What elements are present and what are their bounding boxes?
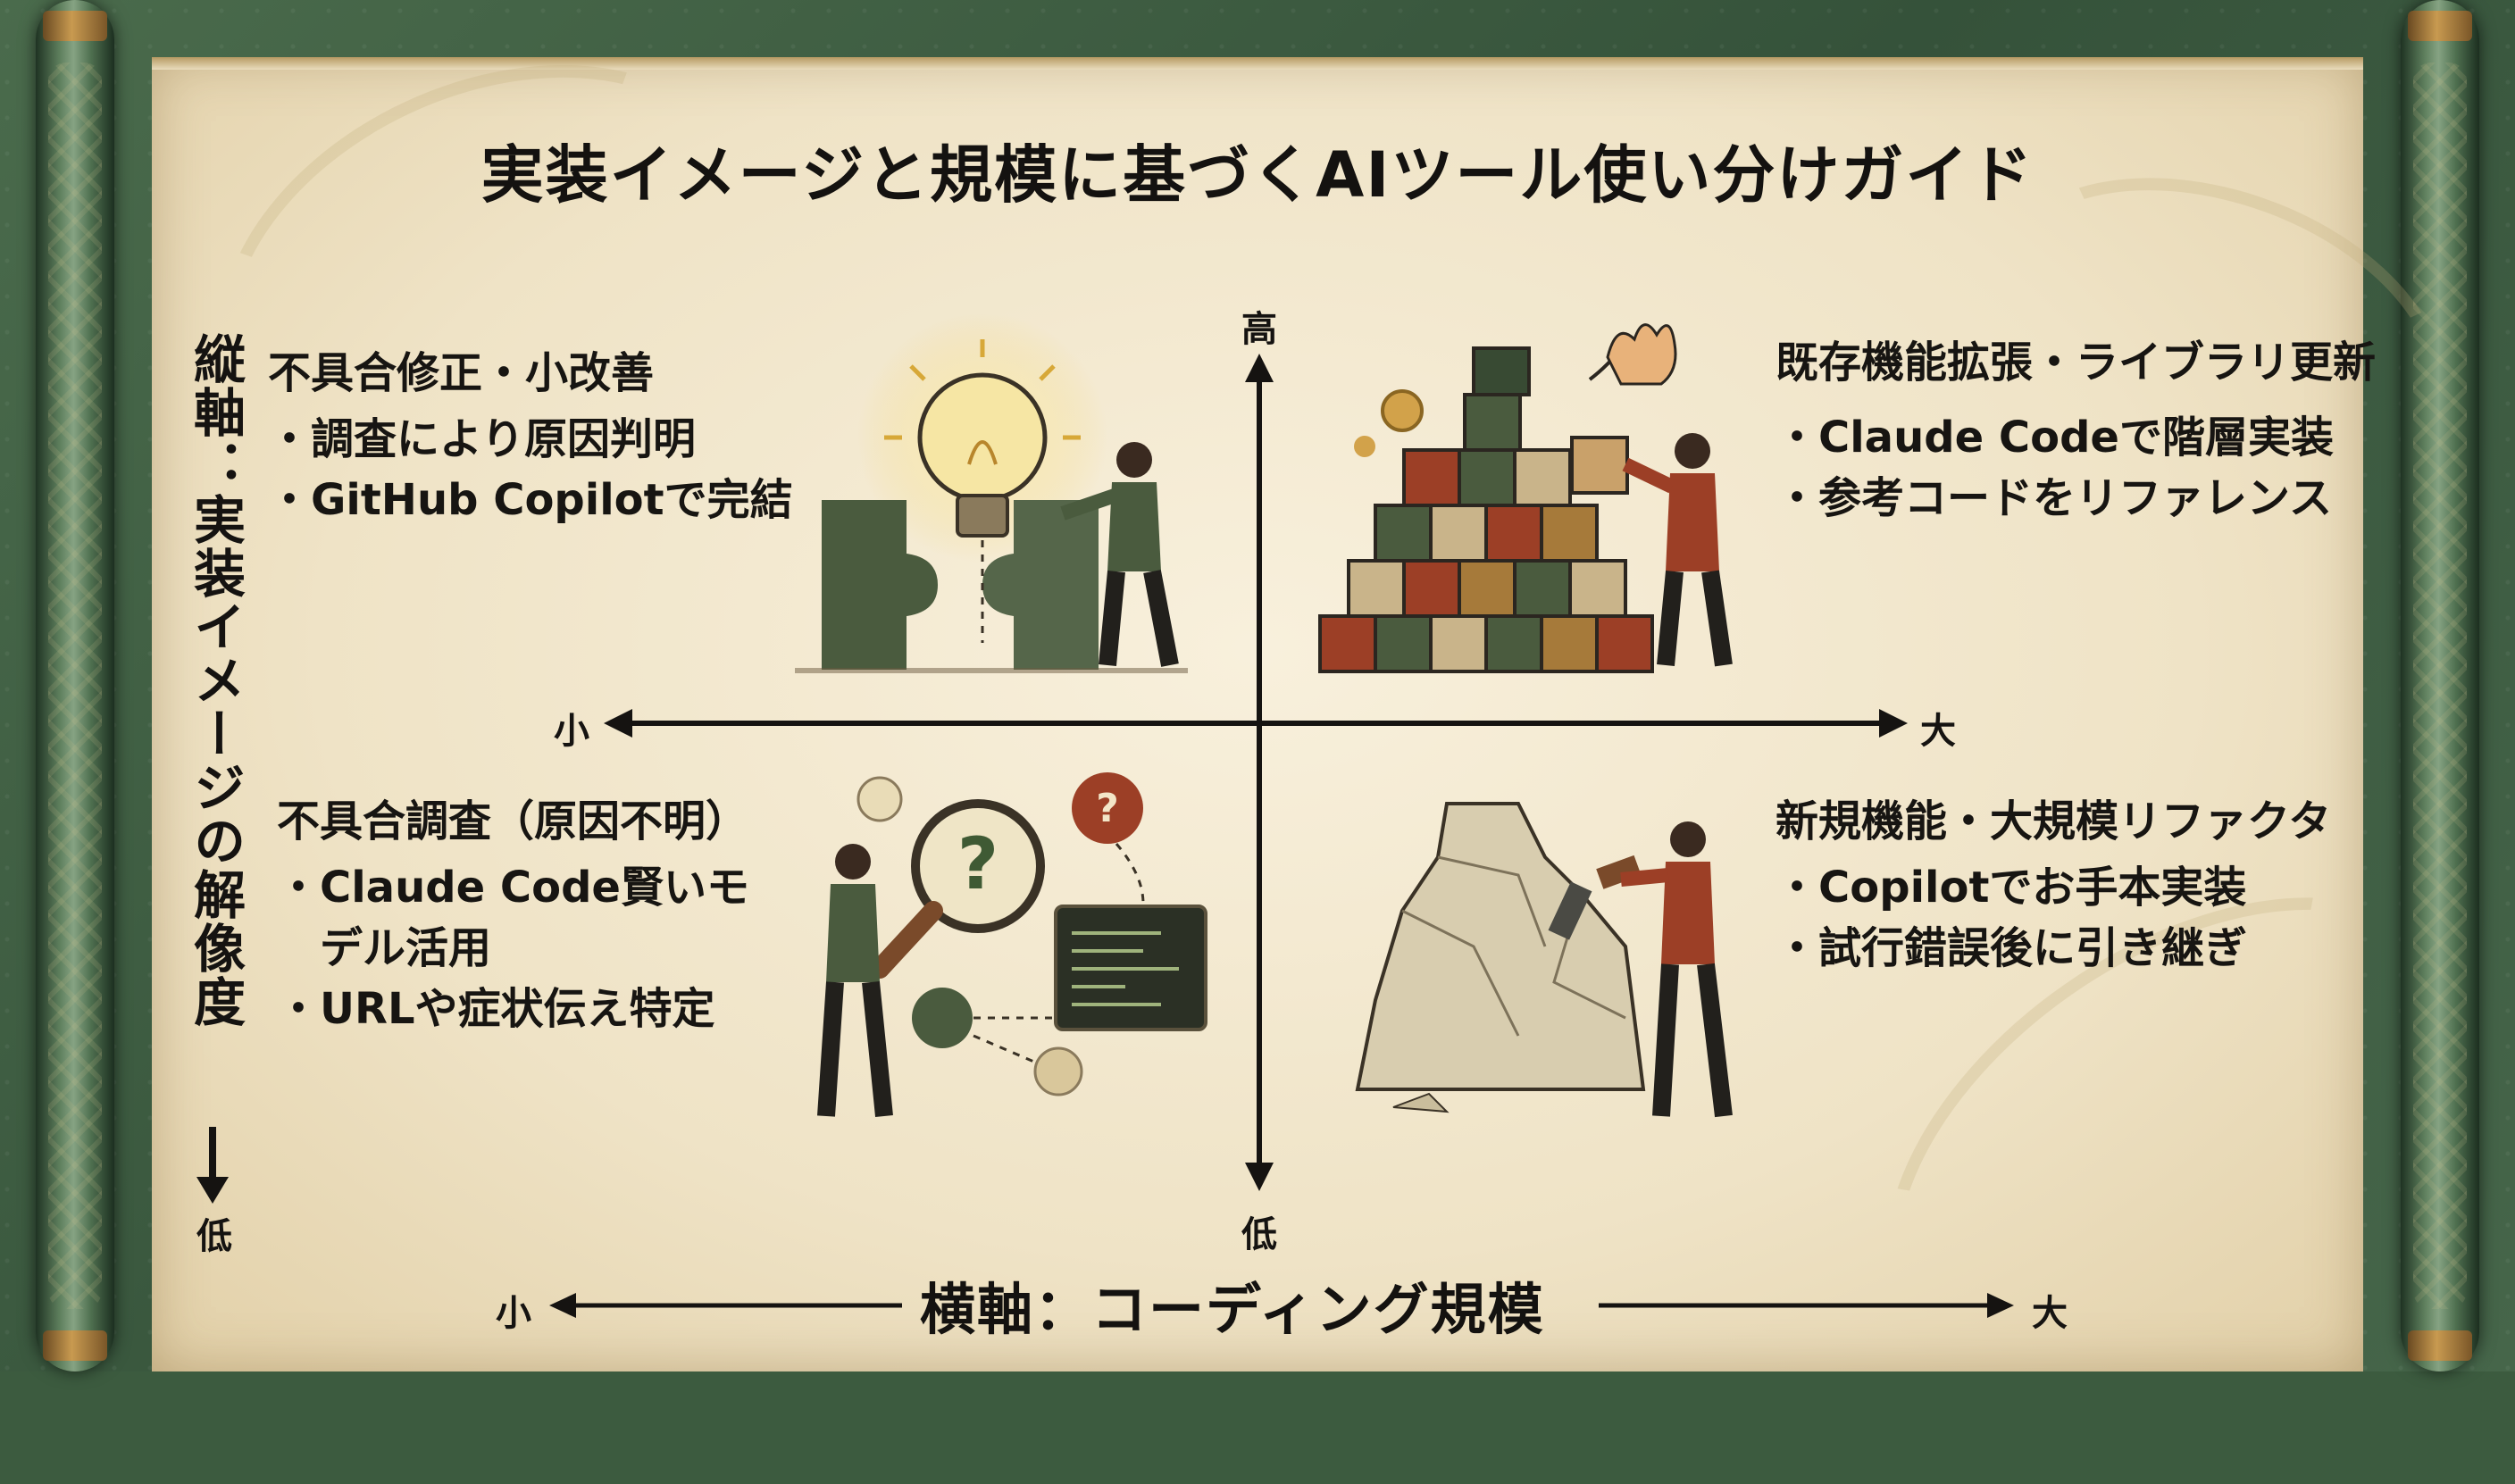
stacked-blocks-illustration [1318,323,1733,673]
quadrant-diagram: ? ? [549,313,2014,1318]
vertical-axis-low-outer-label: 低 [196,1216,232,1257]
bottom-left-bullets: Claude Code賢いモ デル活用 URLや症状伝え特定 [277,857,749,1039]
list-item: Claude Code賢いモ [277,857,749,918]
page-title: 実装イメージと規模に基づくAIツール使い分けガイド [480,138,2035,212]
top-left-bullets: 調査により原因判明 GitHub Copilotで完結 [268,409,793,530]
svg-text:?: ? [1096,786,1119,831]
vertical-axis-title: 縦軸：実装イメージの解像度 [185,332,246,1029]
horizontal-axis-arrow [604,709,1908,738]
list-item: Claude Codeで階層実装 [1776,407,2334,468]
rock-carving-illustration [1355,802,1733,1118]
magnifying-glass-illustration: ? ? [817,772,1207,1117]
bottom-left-quadrant-title: 不具合調査（原因不明） [277,796,749,846]
lightbulb-puzzle-illustration [795,313,1188,673]
svg-text:?: ? [957,822,998,905]
list-item: Copilotでお手本実装 [1776,857,2247,918]
scroll-roller-left [36,0,114,1371]
vertical-axis-side-arrow [196,1127,229,1204]
list-item: デル活用 [320,923,492,973]
bottom-right-bullets: Copilotでお手本実装 試行錯誤後に引き継ぎ [1776,857,2247,979]
outer-horizontal-arrow [549,1293,2014,1318]
outer-axis-large-label: 大 [2032,1293,2068,1334]
horizontal-axis-title: 横軸：コーディング規模 [920,1277,1545,1342]
outer-axis-small-label: 小 [496,1293,531,1334]
top-right-quadrant-title: 既存機能拡張・ライブラリ更新 [1776,338,2377,388]
list-item: 参考コードをリファレンス [1776,468,2334,529]
top-right-bullets: Claude Codeで階層実装 参考コードをリファレンス [1776,407,2334,529]
top-left-quadrant-title: 不具合修正・小改善 [268,348,655,398]
horizontal-axis-large-label: 大 [1920,711,1956,752]
list-item: URLや症状伝え特定 [277,979,749,1039]
horizontal-axis-small-label: 小 [554,711,589,752]
scroll-roller-right [2401,0,2479,1371]
vertical-axis-low-label: 低 [1241,1214,1277,1255]
list-item: GitHub Copilotで完結 [268,470,793,530]
vertical-axis-high-label: 高 [1241,309,1277,350]
bottom-right-quadrant-title: 新規機能・大規模リファクタ [1776,796,2332,846]
list-item: 試行錯誤後に引き継ぎ [1776,918,2247,979]
vertical-axis-arrow [1245,354,1274,1191]
list-item: 調査により原因判明 [268,409,793,470]
